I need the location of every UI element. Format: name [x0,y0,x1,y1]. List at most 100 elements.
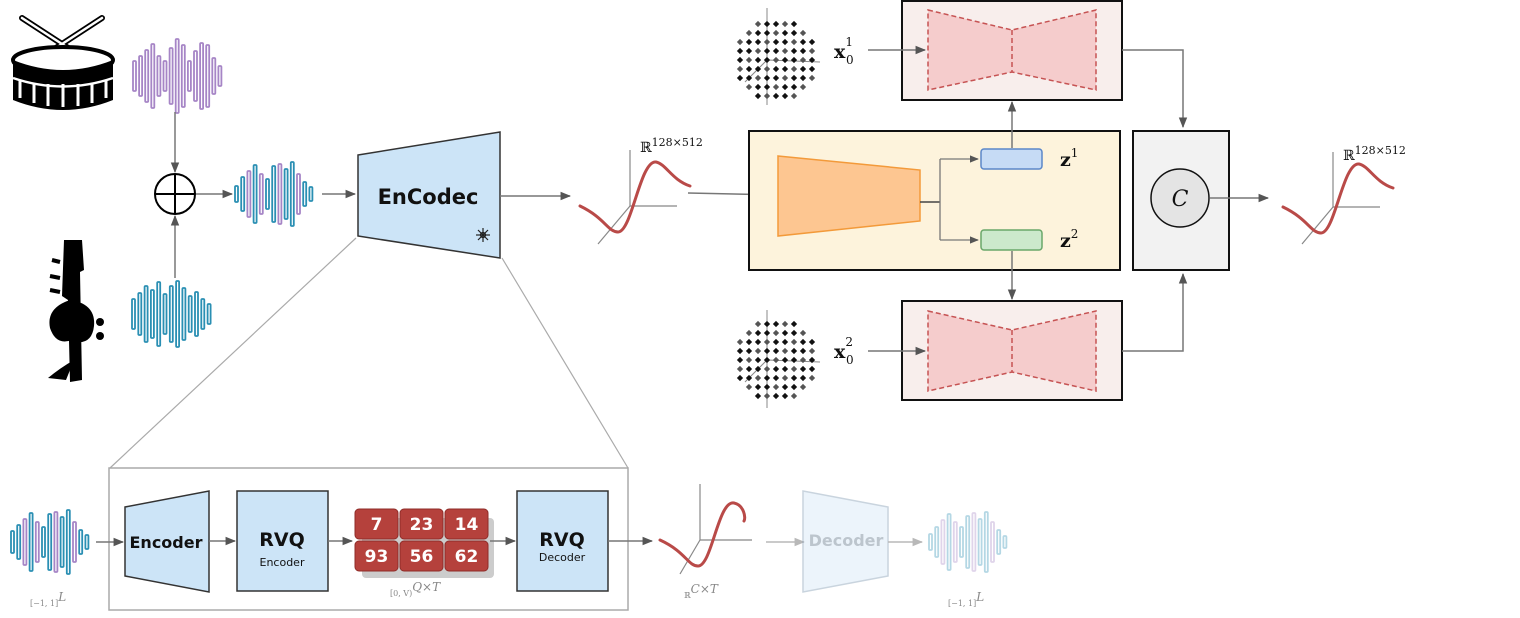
noise-point [772,56,780,64]
noise-point [790,374,798,382]
waveform-bar [34,521,40,563]
waveform-bar [211,57,217,95]
noise-scatter-top [736,8,821,105]
detail-latent-plot [658,484,752,575]
bass-guitar-icon [48,240,104,382]
denoiser-top-panel [901,0,1123,101]
noise-point [736,65,744,73]
noise-point [772,83,780,91]
waveform-bar [302,181,308,207]
noise-point [772,38,780,46]
noise-point [799,65,807,73]
waveform-bar [131,298,136,330]
latent-encoder-panel: z1 z2 [748,130,1121,271]
noise-point [736,365,744,373]
noise-point [772,338,780,346]
noise-point [763,74,771,82]
noise-point [754,392,762,400]
noise-point [790,38,798,46]
noise-point [799,38,807,46]
waveform-bar [199,42,205,110]
latent-plot-input [578,150,692,245]
noise-point [799,47,807,55]
code-tile: 56 [399,540,444,572]
noise-point [736,374,744,382]
noise-point [745,383,753,391]
encodec-block[interactable]: EnCodec [357,131,501,259]
noise-point [781,29,789,37]
noise-point [799,83,807,91]
noise-point [781,65,789,73]
combiner-label: C [1172,187,1189,212]
arrow-top-to-combiner [1122,49,1188,129]
noise-point [790,320,798,328]
noise-point [736,74,744,82]
waveform-bar [271,165,277,223]
noise-point [763,29,771,37]
reconstructed-waveform [928,511,1008,573]
waveform-bar [934,526,940,558]
faint-decoder: Decoder [802,490,889,593]
noise-point [736,47,744,55]
waveform-bar [959,526,964,558]
arrow-bottom-to-combiner [1122,272,1188,352]
drum-icon [11,15,115,110]
code-value: 7 [371,515,383,535]
noise-point [799,374,807,382]
plus-circle-icon [154,173,196,215]
noise-point [808,374,816,382]
waveform-bar [217,65,223,87]
noise-point [772,374,780,382]
waveform-bar [16,524,22,560]
waveform-bar [977,518,983,566]
waveform-bar [78,529,84,555]
noise-point [790,47,798,55]
detail-encoder: Encoder [124,490,210,593]
noise-point [781,38,789,46]
noise-point [790,92,798,100]
noise-point [745,65,753,73]
noise-scatter-bottom [736,310,821,408]
noise-point [799,29,807,37]
rvq-encoder-sub: Encoder [260,556,305,569]
waveform-bar [193,50,198,102]
noise-point [790,383,798,391]
noise-point [754,29,762,37]
zoom-line-right [501,257,629,469]
noise-point [754,83,762,91]
noise-point [763,20,771,28]
waveform-bar [186,60,192,92]
rvq-encoder-block: RVQ Encoder [236,490,329,592]
waveform-bar [156,281,162,347]
noise-point [754,56,762,64]
output-caption: [−1, 1]L [948,590,984,608]
rvq-decoder-title: RVQ [539,529,585,551]
noise-point [763,92,771,100]
noise-point [781,374,789,382]
waveform-bar [84,534,90,550]
noise-point [781,56,789,64]
noise-point [772,365,780,373]
latent-z2-box [980,229,1043,251]
waveform-bar [996,529,1002,555]
rvq-decoder-block: RVQ Decoder [516,490,609,592]
z1-label: z1 [1060,146,1078,171]
noise-point [763,38,771,46]
noise-point [754,329,762,337]
noise-point [754,20,762,28]
noise-point [790,74,798,82]
noise-point [763,329,771,337]
noise-point [745,329,753,337]
snowflake-icon [476,228,490,242]
waveform-bar [940,519,946,565]
waveform-bar [28,512,34,572]
waveform-bar [296,173,301,215]
waveform-bar [946,513,952,571]
noise-point [736,356,744,364]
waveform-bar [234,185,239,203]
detail-latent-caption: ℝC×T [684,582,719,600]
noise-point [745,56,753,64]
code-value: 14 [455,515,479,535]
